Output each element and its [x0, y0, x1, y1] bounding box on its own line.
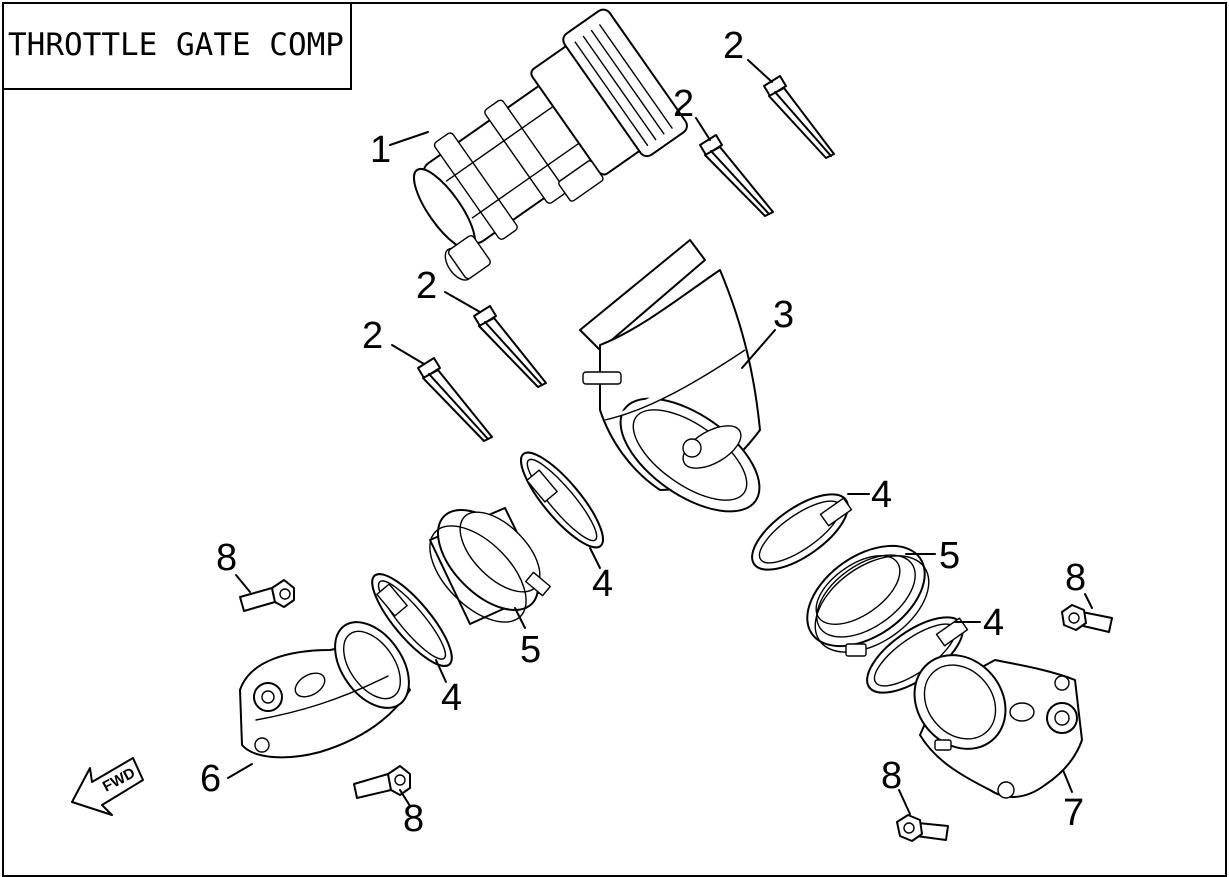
part-8-bolt-b — [353, 765, 411, 799]
part-2-bolt-c — [473, 305, 547, 388]
callout-2d: 2 — [362, 315, 383, 357]
part-1-throttle-body — [412, 8, 688, 281]
callout-5a: 5 — [939, 535, 960, 577]
part-2-bolt-a — [763, 75, 835, 159]
leader-lines — [227, 59, 1093, 815]
part-4-clamp-c — [371, 573, 453, 667]
callout-4c: 4 — [983, 602, 1004, 644]
part-7-right-manifold — [913, 654, 1083, 799]
callout-4a: 4 — [871, 474, 892, 516]
part-3-intake-elbow — [579, 239, 761, 513]
callout-7: 7 — [1063, 792, 1084, 834]
callout-4b: 4 — [592, 563, 613, 605]
callout-2c: 2 — [416, 265, 437, 307]
callout-8d: 8 — [881, 755, 902, 797]
part-2-bolt-b — [699, 134, 774, 217]
callout-6: 6 — [200, 758, 221, 800]
title-box: THROTTLE GATE COMP — [2, 2, 352, 90]
callout-5b: 5 — [520, 629, 541, 671]
callout-4d: 4 — [441, 677, 462, 719]
callout-2a: 2 — [723, 25, 744, 67]
callout-3: 3 — [773, 294, 794, 336]
callout-8a: 8 — [216, 537, 237, 579]
callout-1: 1 — [370, 129, 391, 171]
part-4-clamp-b — [751, 493, 853, 571]
part-8-bolt-c — [1061, 604, 1113, 633]
part-5-boot-b — [806, 544, 930, 657]
part-2-bolt-d — [417, 357, 493, 442]
part-8-bolt-a — [239, 579, 295, 612]
fwd-arrow-icon: FWD — [71, 757, 144, 816]
callout-2b: 2 — [673, 83, 694, 125]
part-5-boot-a — [429, 507, 551, 625]
part-6-left-manifold — [239, 621, 411, 759]
diagram-title: THROTTLE GATE COMP — [8, 27, 344, 63]
callout-8b: 8 — [1065, 557, 1086, 599]
callout-labels: 1 2 2 2 2 3 4 4 4 4 5 5 6 7 8 8 8 8 — [200, 25, 1086, 840]
part-8-bolt-d — [896, 814, 949, 842]
callout-8c: 8 — [403, 798, 424, 840]
part-4-clamp-a — [520, 451, 604, 549]
